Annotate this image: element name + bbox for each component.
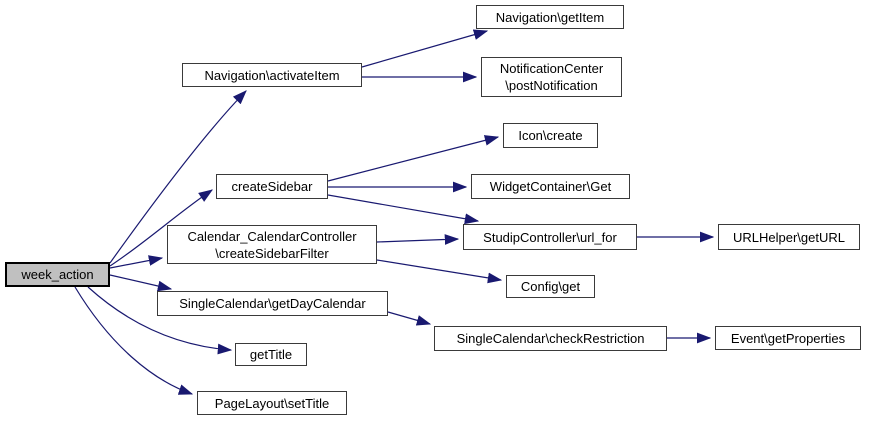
- edge-getdaycalendar-to-checkrestriction: [387, 311, 432, 326]
- edge-week-action-to-navigation-activateitem: [109, 90, 247, 264]
- node-label: SingleCalendar\getDayCalendar: [179, 296, 366, 311]
- node-config-get[interactable]: Config\get: [506, 275, 595, 298]
- edge-week-action-to-createsidebarfilter: [109, 255, 164, 269]
- node-singlecalendar-getdaycalendar[interactable]: SingleCalendar\getDayCalendar: [157, 291, 388, 316]
- edge-createsidebar-to-icon-create: [327, 135, 500, 182]
- node-widgetcontainer-get[interactable]: WidgetContainer\Get: [471, 174, 630, 199]
- node-label: Navigation\activateItem: [204, 67, 340, 83]
- edge-createsidebarfilter-to-config-get: [376, 259, 503, 284]
- node-calendar-controller-createsidebarfilter[interactable]: Calendar_CalendarController \createSideb…: [167, 225, 377, 264]
- node-label: NotificationCenter \postNotification: [499, 61, 604, 93]
- node-navigation-getitem[interactable]: Navigation\getItem: [476, 5, 624, 29]
- edge-week-action-to-pagelayout-settitle: [74, 286, 194, 395]
- node-label: getTitle: [249, 347, 293, 362]
- node-notificationcenter-postnotification[interactable]: NotificationCenter \postNotification: [481, 57, 622, 97]
- node-label: WidgetContainer\Get: [489, 179, 612, 194]
- node-pagelayout-settitle[interactable]: PageLayout\setTitle: [197, 391, 347, 415]
- node-label: URLHelper\getURL: [733, 229, 845, 245]
- node-gettitle[interactable]: getTitle: [235, 343, 307, 366]
- node-label: Event\getProperties: [730, 330, 846, 346]
- node-label: Config\get: [520, 279, 581, 294]
- edge-week-action-to-createsidebar: [109, 189, 213, 267]
- edge-activateitem-to-getitem: [361, 29, 489, 68]
- node-navigation-activateitem[interactable]: Navigation\activateItem: [182, 63, 362, 87]
- node-week-action: week_action: [5, 262, 110, 287]
- node-label: StudipController\url_for: [483, 229, 617, 245]
- node-label: Navigation\getItem: [495, 9, 605, 25]
- node-label: Icon\create: [518, 128, 583, 143]
- node-label: week_action: [21, 267, 94, 282]
- node-singlecalendar-checkrestriction[interactable]: SingleCalendar\checkRestriction: [434, 326, 667, 351]
- node-label: Calendar_CalendarController \createSideb…: [187, 228, 357, 261]
- node-createsidebar[interactable]: createSidebar: [216, 174, 328, 199]
- node-label: SingleCalendar\checkRestriction: [456, 331, 645, 346]
- node-label: PageLayout\setTitle: [214, 395, 330, 411]
- node-studipcontroller-url-for[interactable]: StudipController\url_for: [463, 224, 637, 250]
- node-urlhelper-geturl[interactable]: URLHelper\getURL: [718, 224, 860, 250]
- edge-week-action-to-getdaycalendar: [109, 274, 173, 292]
- node-icon-create[interactable]: Icon\create: [503, 123, 598, 148]
- edge-week-action-to-gettitle: [87, 286, 233, 355]
- node-event-getproperties[interactable]: Event\getProperties: [715, 326, 861, 350]
- edge-createsidebar-to-url-for: [327, 194, 480, 225]
- edge-createsidebarfilter-to-url-for: [376, 234, 460, 245]
- node-label: createSidebar: [231, 179, 313, 194]
